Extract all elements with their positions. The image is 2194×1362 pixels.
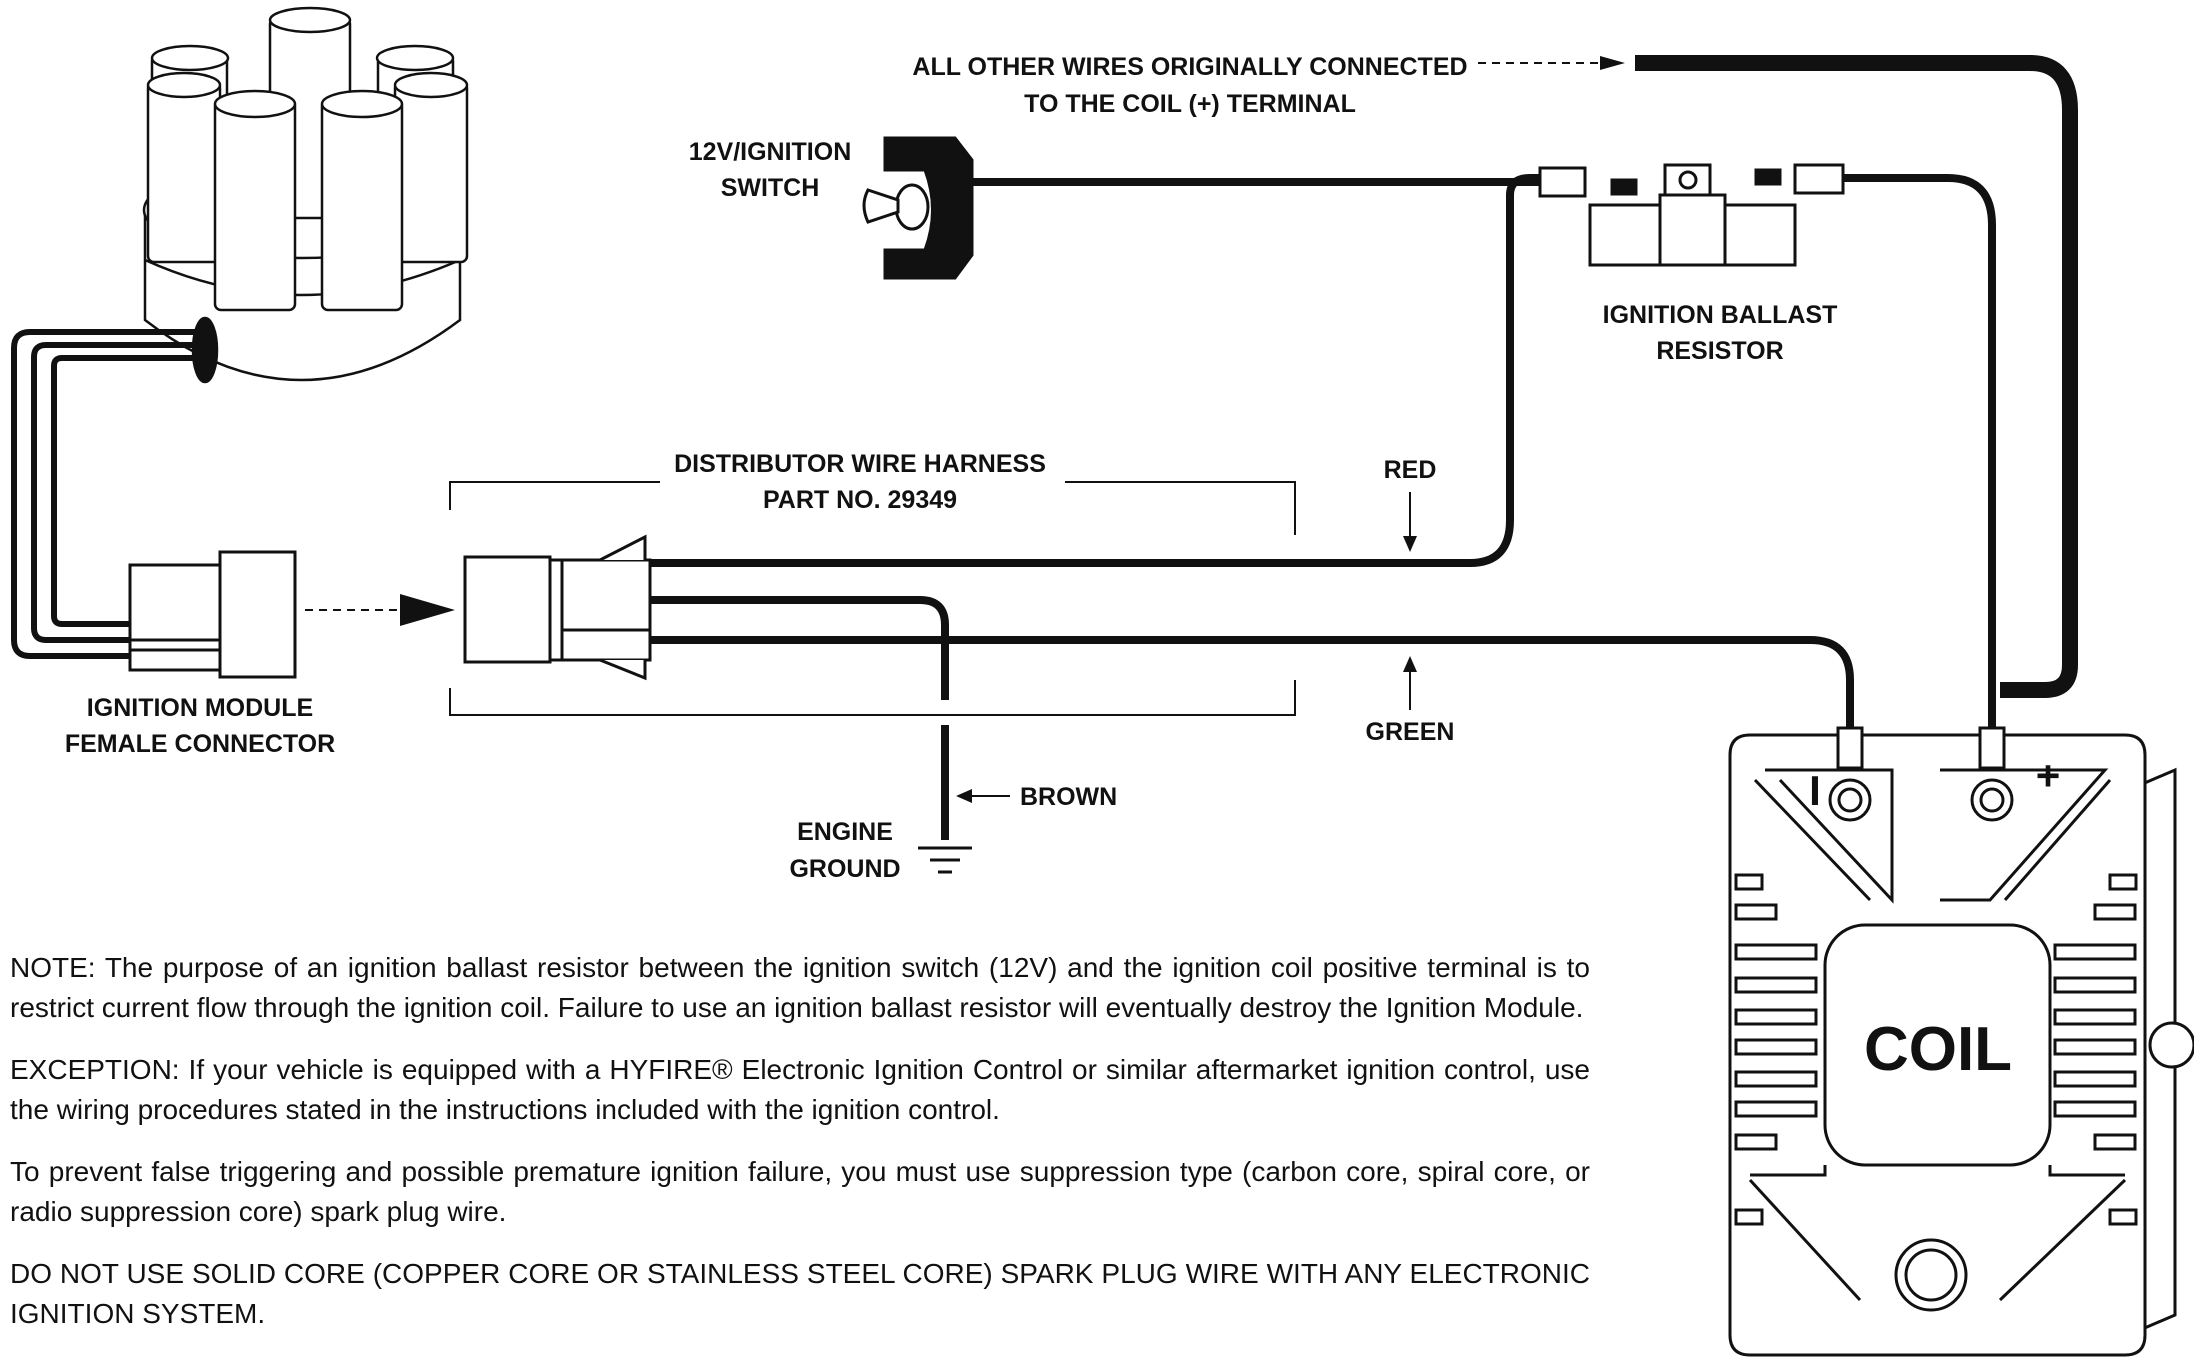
ballast-to-coil-wire — [1843, 174, 1996, 735]
note-exception: EXCEPTION: If your vehicle is equipped w… — [10, 1054, 1590, 1125]
distributor-cap-icon — [142, 6, 469, 384]
other-wires-label-line1: ALL OTHER WIRES ORIGINALLY CONNECTED — [912, 53, 1467, 81]
other-wires-label-line2: TO THE COIL (+) TERMINAL — [1024, 90, 1356, 118]
coil-fins — [1734, 873, 2138, 1226]
green-wire — [650, 636, 1854, 735]
connector-arrow — [305, 594, 455, 626]
coil-label: COIL — [1864, 1015, 2012, 1084]
notes-section: NOTE: The purpose of an ignition ballast… — [10, 948, 1590, 1356]
note-warning: DO NOT USE SOLID CORE (COPPER CORE OR ST… — [10, 1258, 1590, 1329]
module-label-line2: FEMALE CONNECTOR — [65, 730, 335, 758]
ballast-label-line1: IGNITION BALLAST — [1603, 301, 1838, 329]
ground-label-line1: ENGINE — [797, 818, 893, 846]
ballast-resistor-icon — [1538, 163, 1845, 267]
red-arrow — [1403, 492, 1417, 552]
brown-arrow — [956, 789, 1010, 803]
coil-neg-label: I — [1809, 767, 1821, 814]
red-label: RED — [1384, 456, 1437, 484]
switch-label-line2: SWITCH — [721, 174, 820, 202]
brown-label: BROWN — [1020, 783, 1117, 811]
ballast-label-line2: RESISTOR — [1656, 337, 1783, 365]
brown-wire — [650, 596, 949, 700]
other-wires — [1635, 55, 2078, 698]
other-wires-arrow — [1478, 56, 1625, 70]
ground-label-line2: GROUND — [789, 855, 900, 883]
coil-pos-label: + — [2036, 752, 2061, 799]
harness-connector-icon — [463, 534, 652, 681]
harness-label-line1: DISTRIBUTOR WIRE HARNESS — [674, 450, 1046, 478]
note-ballast: NOTE: The purpose of an ignition ballast… — [10, 952, 1590, 1023]
ground-symbol-icon — [918, 846, 972, 874]
green-arrow — [1403, 656, 1417, 710]
harness-label-line2: PART NO. 29349 — [763, 486, 957, 514]
switch-label-line1: 12V/IGNITION — [689, 138, 852, 166]
harness-bracket — [449, 481, 1296, 716]
distributor-wires — [11, 329, 200, 659]
module-label-line1: IGNITION MODULE — [87, 694, 313, 722]
green-label: GREEN — [1366, 718, 1455, 746]
module-connector-icon — [128, 550, 297, 679]
ignition-switch-icon — [862, 136, 974, 280]
coil-icon — [1728, 733, 2194, 1357]
coil-pos-terminal — [1970, 726, 2014, 822]
coil-neg-terminal — [1828, 726, 1872, 822]
note-suppression: To prevent false triggering and possible… — [10, 1156, 1590, 1227]
